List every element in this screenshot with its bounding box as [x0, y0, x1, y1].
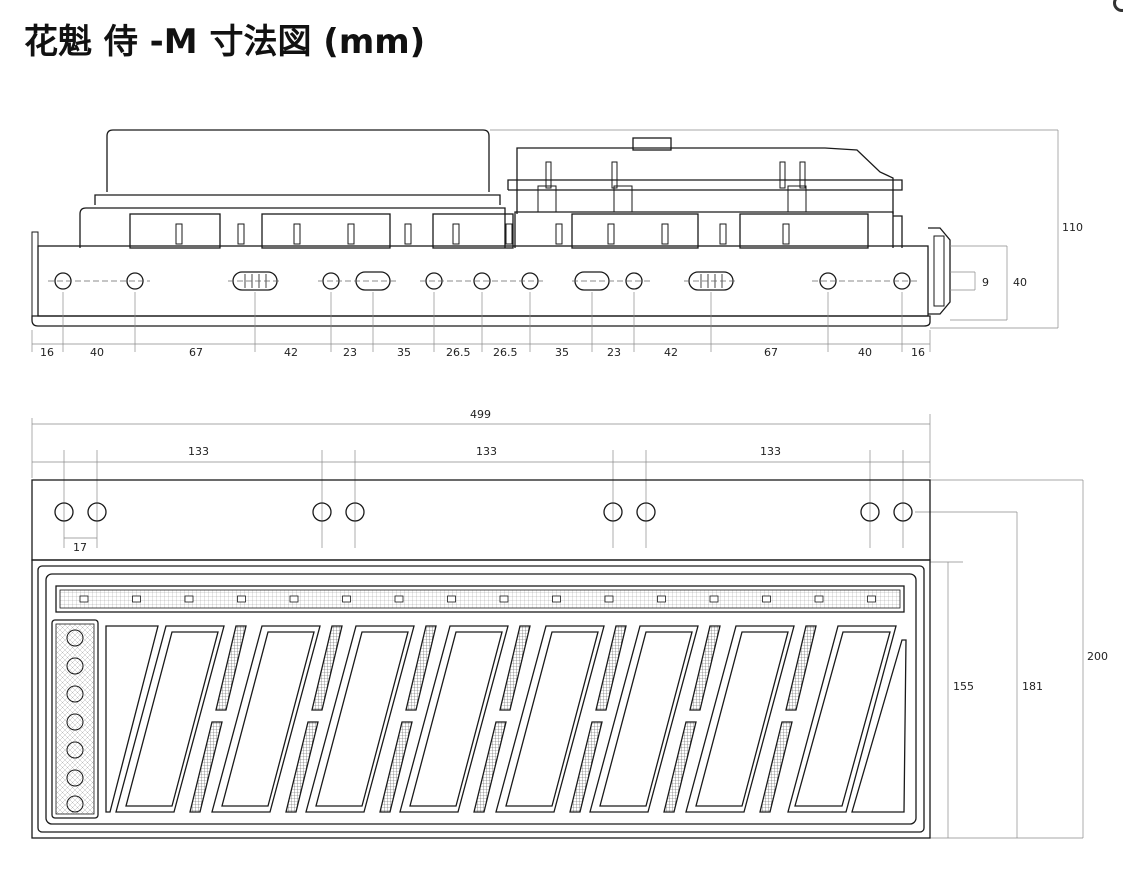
lens-panel-inner — [695, 631, 789, 807]
led-dot — [709, 595, 719, 603]
total-height-label: 200 — [1087, 650, 1108, 663]
led-dot — [342, 595, 351, 603]
front-view — [31, 479, 931, 839]
dim-label: 26.5 — [493, 346, 518, 359]
connector-hole-label: 9 — [982, 276, 989, 289]
dim-label: 26.5 — [446, 346, 471, 359]
led-strip — [55, 585, 905, 613]
lens-panel — [685, 625, 795, 813]
lens-panel — [399, 625, 509, 813]
hole-pair-offset-label: 17 — [73, 541, 87, 554]
hole-to-bottom-label: 181 — [1022, 680, 1043, 693]
lens-panel-inner — [794, 631, 891, 807]
side-connector — [928, 227, 951, 315]
pitch-label: 133 — [476, 445, 497, 458]
lens-panel-narrow — [105, 625, 159, 813]
led-dot — [552, 595, 561, 603]
led-dot — [237, 595, 246, 603]
lens-hatch-strip — [379, 721, 413, 813]
height-total-label: 110 — [1062, 221, 1083, 234]
led-dot — [499, 595, 509, 603]
led-dot — [814, 595, 824, 603]
lens-hatch-strip — [215, 625, 247, 711]
led-dot — [604, 595, 614, 603]
corner-mark — [1113, 0, 1123, 12]
led-dot — [184, 595, 194, 603]
lens-hatch-strip — [285, 721, 319, 813]
dim-label: 23 — [343, 346, 357, 359]
lens-hatch-strip — [569, 721, 603, 813]
lens-panel — [115, 625, 225, 813]
lens-hatch-strip — [499, 625, 531, 711]
side-dimensions — [31, 129, 1059, 352]
front-bracket-plate — [31, 479, 931, 561]
lens-panel-inner — [599, 631, 693, 807]
lens-height-label: 155 — [953, 680, 974, 693]
dim-label: 42 — [664, 346, 678, 359]
side-dimension-labels: 16 40 67 42 23 35 26.5 26.5 35 23 42 67 … — [40, 221, 1083, 359]
lens-hatch-strip — [595, 625, 627, 711]
dim-label: 40 — [90, 346, 104, 359]
led-dot — [762, 595, 771, 603]
lens-hatch-strip — [405, 625, 437, 711]
dim-label: 16 — [911, 346, 925, 359]
pitch-label: 133 — [188, 445, 209, 458]
led-dot — [289, 595, 299, 603]
dim-label: 35 — [397, 346, 411, 359]
dim-label: 16 — [40, 346, 54, 359]
front-mount-holes — [54, 502, 913, 522]
side-round-holes — [54, 272, 911, 290]
lens-hatch-strip — [785, 625, 817, 711]
lens-panel — [495, 625, 605, 813]
overall-width-label: 499 — [470, 408, 491, 421]
lens-hatch-strip — [759, 721, 793, 813]
page-title: 花魁 侍 -M 寸法図 (mm) — [24, 22, 426, 62]
dim-label: 40 — [858, 346, 872, 359]
lens-hatch-strip — [689, 625, 721, 711]
lens-panel-inner — [315, 631, 409, 807]
led-dot — [447, 595, 456, 603]
front-dimensions — [31, 414, 1084, 839]
lens-panel-inner — [409, 631, 503, 807]
led-dot — [394, 595, 404, 603]
lens-panel-triangle — [851, 639, 907, 813]
lens-panel — [589, 625, 699, 813]
lens-panels — [105, 625, 907, 813]
round-lamp-column — [51, 619, 99, 819]
housing-right-top — [516, 147, 894, 214]
dim-label: 67 — [764, 346, 778, 359]
lens-panel-inner — [125, 631, 219, 807]
lamp-body — [31, 559, 931, 839]
led-strip-dots — [79, 595, 876, 603]
connector-height-label: 40 — [1013, 276, 1027, 289]
dim-label: 23 — [607, 346, 621, 359]
front-dimension-labels: 499 133 133 133 17 155 181 200 — [73, 408, 1108, 693]
housing-left-top — [106, 129, 490, 192]
dim-label: 42 — [284, 346, 298, 359]
led-dot — [79, 595, 89, 603]
lens-panel — [211, 625, 321, 813]
lens-panel-inner — [221, 631, 315, 807]
lens-hatch-strip — [473, 721, 507, 813]
lens-panel-last — [787, 625, 897, 813]
lens-hatch-strip — [663, 721, 697, 813]
lens-panel — [305, 625, 415, 813]
lens-panel-inner — [505, 631, 599, 807]
dim-label: 35 — [555, 346, 569, 359]
lens-hatch-strip — [189, 721, 223, 813]
led-dot — [867, 595, 876, 603]
led-dot — [132, 595, 141, 603]
pitch-label: 133 — [760, 445, 781, 458]
side-view — [31, 129, 951, 327]
led-dot — [657, 595, 666, 603]
lens-hatch-strip — [311, 625, 343, 711]
dim-label: 67 — [189, 346, 203, 359]
